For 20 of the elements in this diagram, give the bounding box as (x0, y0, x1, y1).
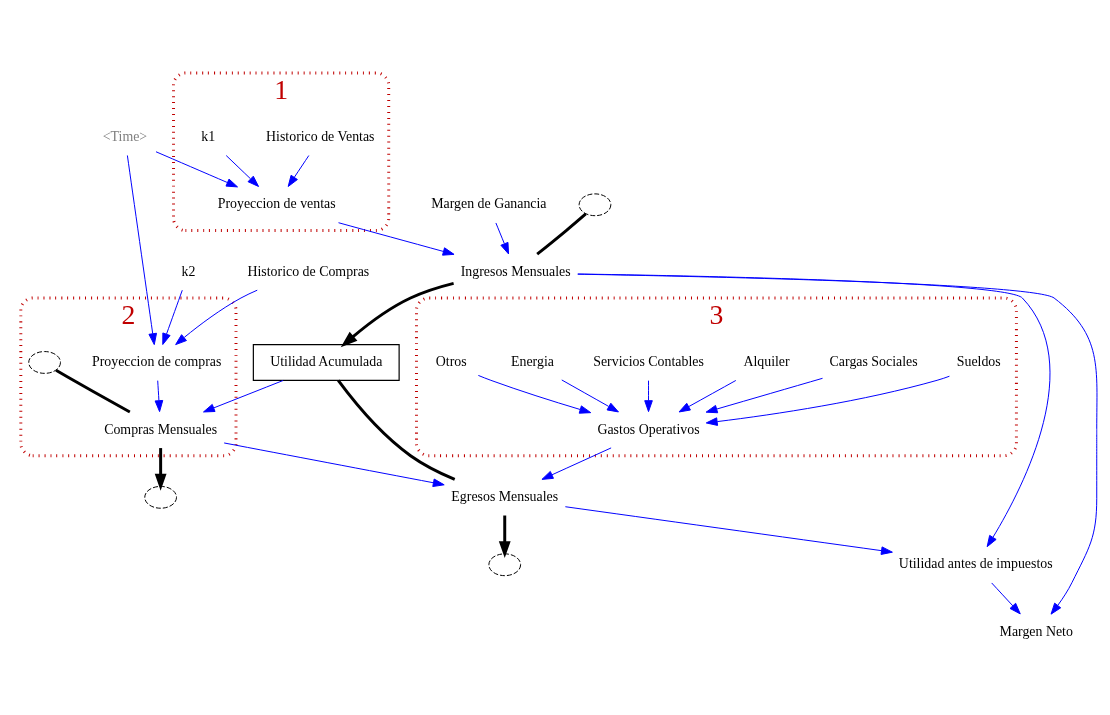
node-text: <Time> (102, 129, 148, 145)
node-text: k2 (181, 263, 196, 279)
node-text: Servicios Contables (593, 354, 704, 370)
node-text: Cargas Sociales (829, 354, 918, 370)
node-text: Egresos Mensuales (451, 488, 559, 504)
node-text: Proyeccion de compras (91, 354, 222, 370)
node-text: Otros (435, 354, 467, 370)
node-text: Gastos Operativos (597, 421, 700, 437)
node-text: Energia (511, 354, 554, 370)
node-text: Margen Neto (999, 623, 1073, 639)
node-text: Compras Mensuales (104, 421, 218, 437)
node-text: Proyeccion de ventas (217, 196, 336, 212)
node-text: k1 (201, 129, 216, 145)
node-text: Alquiler (743, 354, 790, 370)
node-text: Historico de Compras (247, 263, 370, 279)
node-text: Ingresos Mensuales (460, 263, 571, 279)
node-text: Sueldos (956, 354, 1001, 370)
node-text: Utilidad antes de impuestos (898, 556, 1053, 572)
node-text: Margen de Ganancia (431, 196, 547, 212)
node-text: Historico de Ventas (266, 129, 375, 145)
